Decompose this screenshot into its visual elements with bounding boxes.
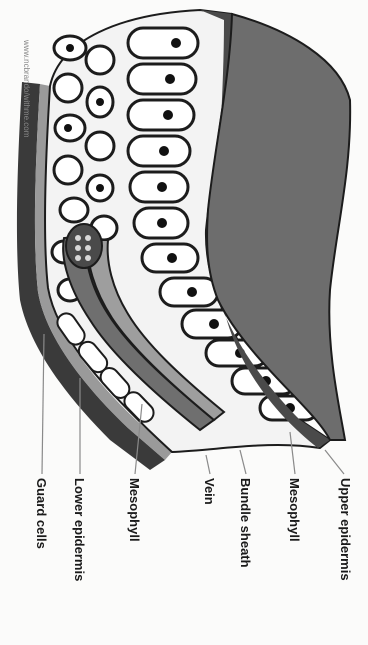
label-upper-epidermis: Upper epidermis xyxy=(338,478,353,581)
label-vein: Vein xyxy=(202,478,217,505)
label-bundle-sheath: Bundle sheath xyxy=(238,478,253,568)
credit-watermark: www.ncbrando/withme.com xyxy=(22,39,31,138)
label-lower-epidermis: Lower epidermis xyxy=(72,478,87,581)
label-guard-cells: Guard cells xyxy=(34,478,49,549)
vein-xylem xyxy=(66,224,102,268)
label-mesophyll-lower: Mesophyll xyxy=(127,478,142,542)
label-mesophyll-upper: Mesophyll xyxy=(287,478,302,542)
